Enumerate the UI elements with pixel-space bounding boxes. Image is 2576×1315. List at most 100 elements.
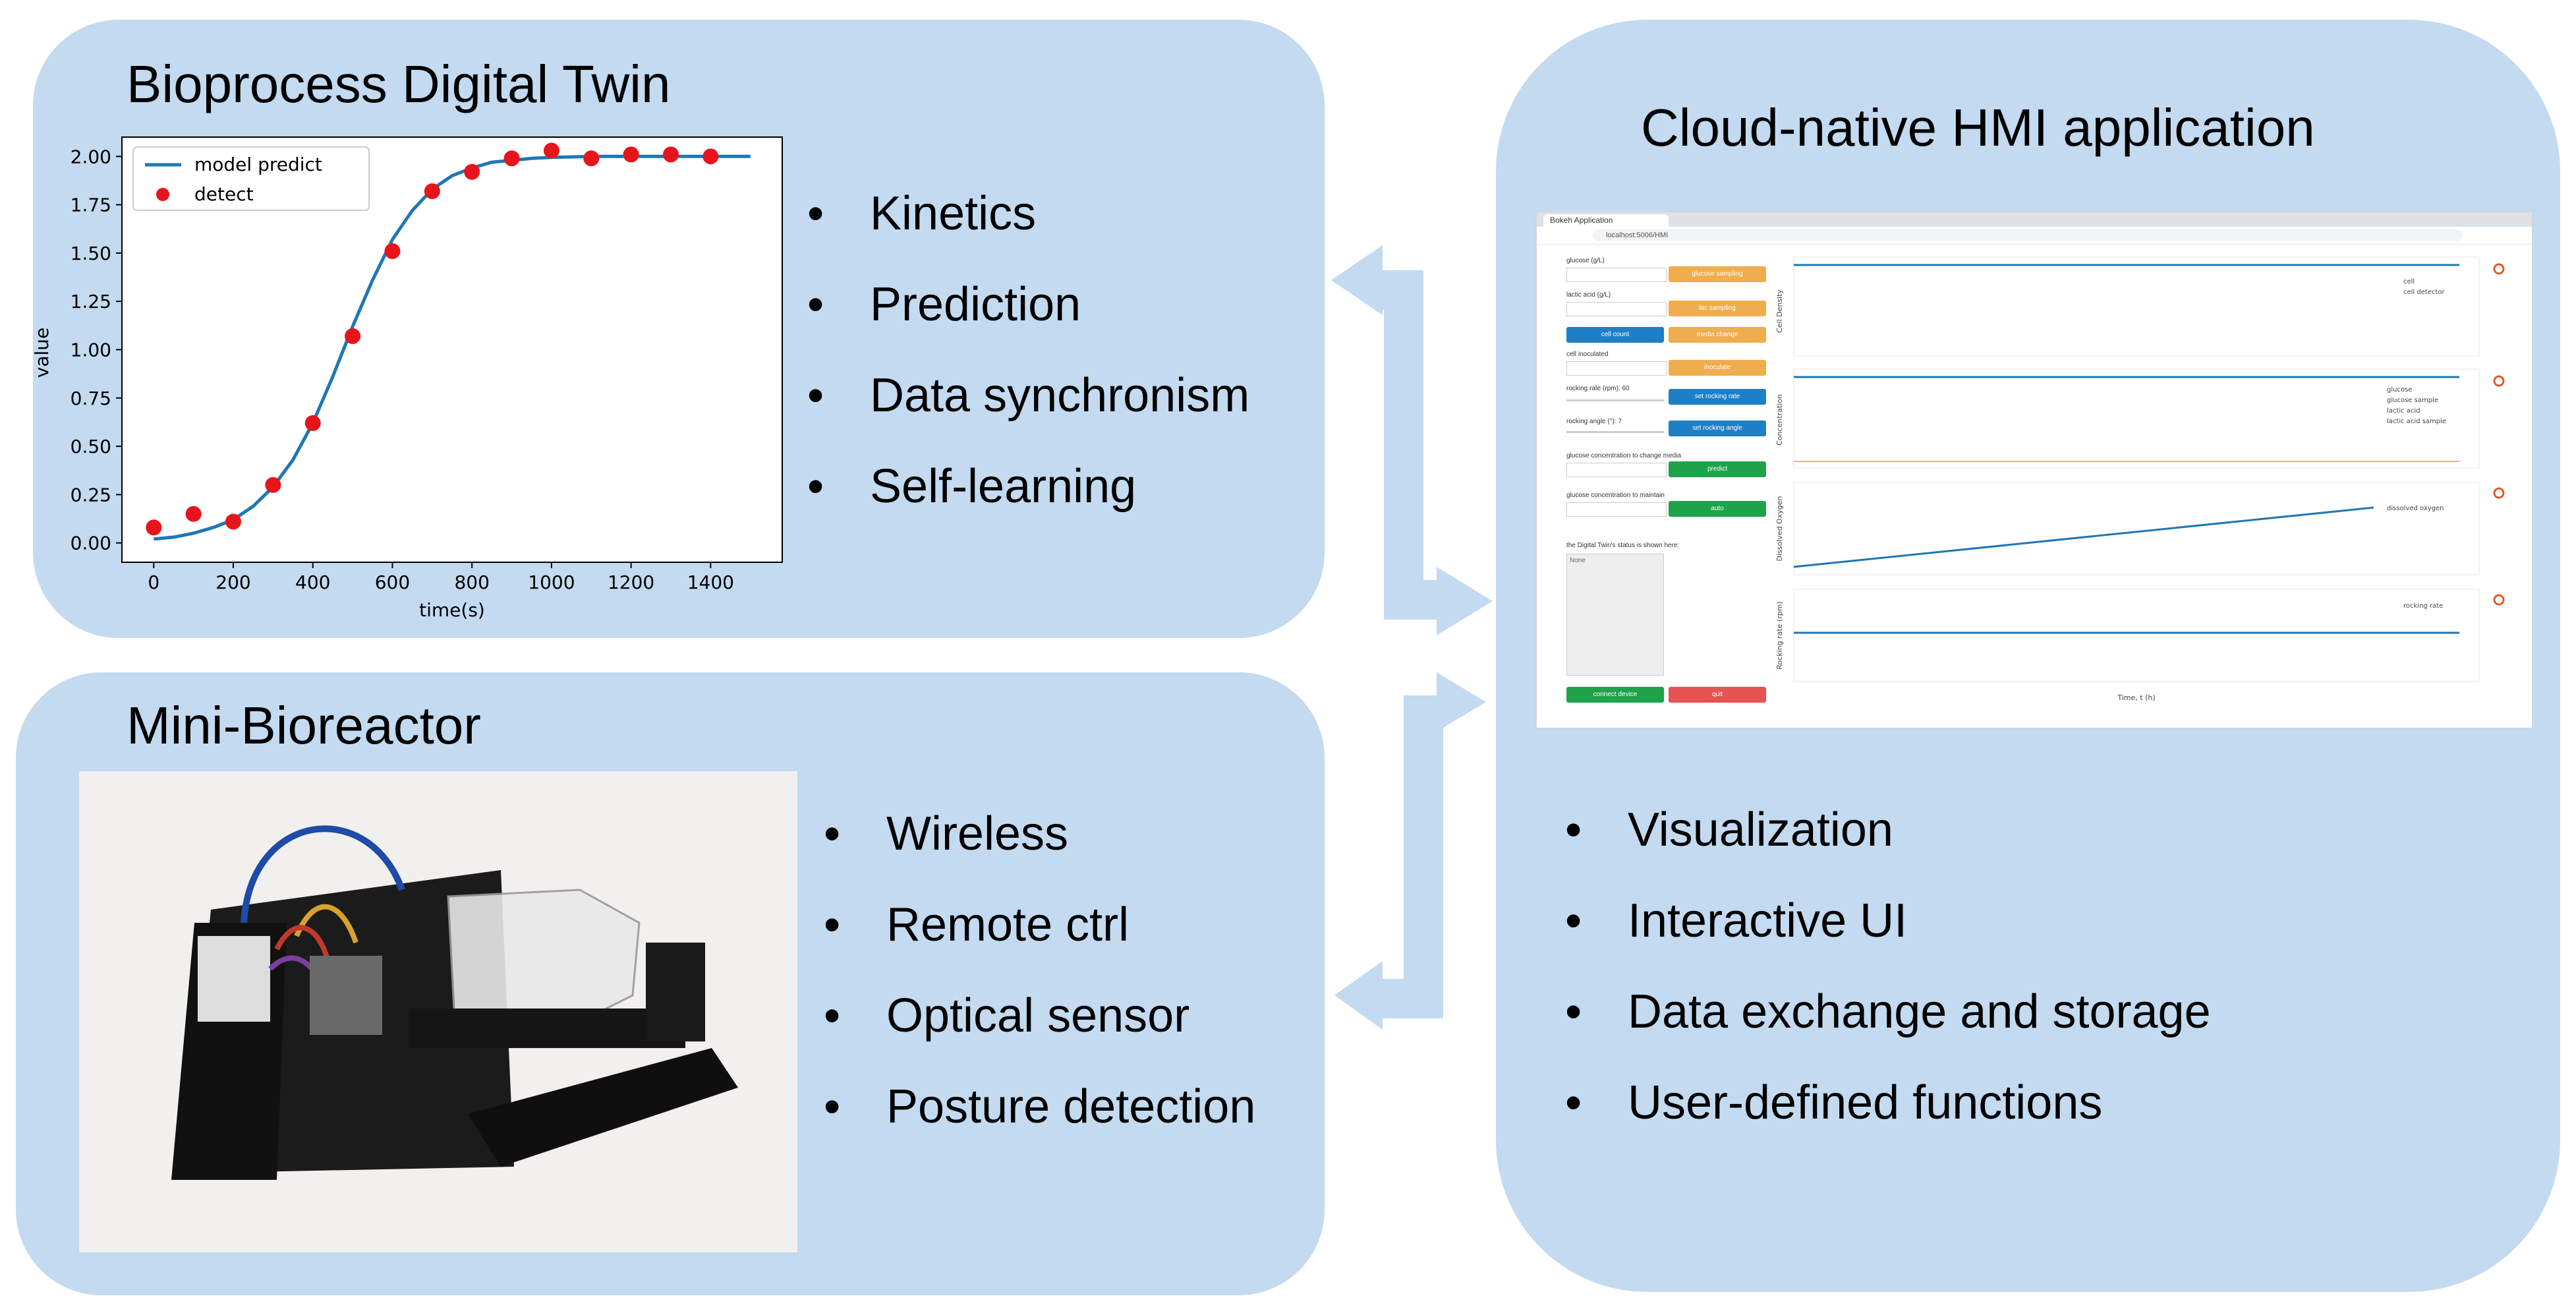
detect-point bbox=[662, 146, 679, 163]
plot2-legend-glucose: glucose bbox=[2387, 386, 2412, 394]
connect-device-button[interactable]: connect device bbox=[1566, 687, 1664, 703]
status-label: the Digital Twin's status is shown here: bbox=[1566, 542, 1680, 549]
detect-point bbox=[384, 243, 401, 259]
glucose-change-input[interactable] bbox=[1566, 463, 1667, 477]
bullet-item: Data exchange and storage bbox=[1565, 966, 2211, 1057]
mini-bioreactor-title: Mini-Bioreactor bbox=[127, 696, 481, 755]
detect-point bbox=[146, 519, 162, 536]
plot2-legend-glucose-sample: glucose sample bbox=[2387, 397, 2438, 404]
predict-button[interactable]: predict bbox=[1669, 461, 1766, 477]
glucose-maintain-input[interactable] bbox=[1566, 502, 1667, 517]
front-frame bbox=[468, 1048, 738, 1167]
inoculate-button[interactable]: inoculate bbox=[1669, 360, 1766, 376]
y-tick-label: 1.00 bbox=[71, 339, 111, 361]
browser-address-bar: localhost:5006/HMI bbox=[1537, 227, 2532, 245]
detect-point bbox=[185, 506, 202, 522]
glucose-change-label: glucose concentration to change media bbox=[1566, 452, 1682, 459]
cell-inoculated-input[interactable] bbox=[1566, 361, 1667, 376]
plot3-legend: dissolved oxygen bbox=[2387, 505, 2444, 512]
legend-model-predict: model predict bbox=[194, 154, 322, 175]
y-tick-label: 1.50 bbox=[71, 243, 111, 264]
y-tick-label: 1.75 bbox=[71, 194, 111, 216]
motor bbox=[310, 956, 382, 1035]
plots-xlabel: Time, t (h) bbox=[2117, 693, 2155, 702]
x-tick-label: 200 bbox=[215, 571, 250, 593]
bullet-item: Optical sensor bbox=[824, 970, 1255, 1061]
y-axis-label: value bbox=[33, 328, 53, 378]
culture-bag bbox=[447, 889, 641, 1023]
rocking-rate-plot bbox=[1793, 589, 2480, 682]
dissolved-oxygen-line bbox=[1793, 506, 2374, 568]
digital-twin-bullets: Kinetics Prediction Data synchronism Sel… bbox=[807, 168, 1249, 532]
mini-bioreactor-bullets: Wireless Remote ctrl Optical sensor Post… bbox=[824, 788, 1255, 1152]
cell-count-button[interactable]: cell count bbox=[1566, 327, 1664, 343]
y-tick-label: 0.00 bbox=[71, 533, 111, 554]
auto-button[interactable]: auto bbox=[1669, 501, 1766, 517]
y-tick-label: 0.25 bbox=[71, 484, 111, 506]
detect-point bbox=[503, 150, 520, 167]
x-tick-label: 600 bbox=[375, 571, 410, 593]
bokeh-logo-icon bbox=[2493, 375, 2505, 387]
arrow-mini-bioreactor-hmi bbox=[1334, 672, 1486, 1030]
hmi-title: Cloud-native HMI application bbox=[1641, 98, 2315, 157]
y-tick-label: 1.25 bbox=[71, 291, 111, 312]
bioreactor-illustration bbox=[171, 825, 738, 1180]
glucose-maintain-label: glucose concentration to maintain bbox=[1566, 492, 1665, 499]
bokeh-logo-icon bbox=[2493, 594, 2505, 606]
plot2-legend-lactic: lactic acid bbox=[2387, 407, 2420, 415]
y-tick-label: 2.00 bbox=[71, 146, 111, 167]
wire-yellow bbox=[294, 904, 358, 944]
detect-point bbox=[304, 415, 321, 431]
hmi-bullets: Visualization Interactive UI Data exchan… bbox=[1565, 784, 2211, 1148]
rocking-rate-slider[interactable] bbox=[1566, 399, 1664, 401]
bokeh-logo-icon bbox=[2493, 487, 2505, 499]
detect-point bbox=[543, 142, 559, 159]
foam-block bbox=[198, 936, 270, 1022]
detect-point bbox=[702, 148, 719, 165]
rocking-angle-slider[interactable] bbox=[1566, 431, 1664, 433]
concentration-plot bbox=[1793, 368, 2480, 469]
x-axis-label: time(s) bbox=[419, 599, 485, 621]
bullet-item: Visualization bbox=[1565, 784, 2211, 875]
plot1-legend-detector: cell detector bbox=[2403, 289, 2445, 296]
status-textarea[interactable]: None bbox=[1566, 554, 1664, 676]
plot1-legend-cell: cell bbox=[2403, 278, 2415, 285]
cable bbox=[241, 825, 405, 923]
lactic-input[interactable] bbox=[1566, 302, 1667, 316]
rocking-angle-label: rocking angle (°): 7 bbox=[1566, 418, 1622, 425]
dissolved-oxygen-plot bbox=[1793, 482, 2480, 575]
glucose-sampling-button[interactable]: glucose sampling bbox=[1669, 266, 1766, 282]
cell-density-plot bbox=[1793, 256, 2480, 357]
x-tick-label: 1000 bbox=[528, 571, 575, 593]
browser-tab[interactable]: Bokeh Application bbox=[1543, 214, 1669, 227]
hmi-screenshot: Bokeh Application localhost:5006/HMI glu… bbox=[1535, 211, 2533, 729]
detect-point bbox=[424, 183, 440, 200]
cell-inoculated-label: cell inoculated bbox=[1566, 351, 1609, 358]
detect-point bbox=[583, 150, 600, 167]
url-field[interactable]: localhost:5006/HMI bbox=[1593, 229, 2463, 241]
lac-sampling-button[interactable]: lac sampling bbox=[1669, 301, 1766, 316]
legend-box bbox=[132, 146, 370, 211]
x-tick-label: 800 bbox=[454, 571, 489, 593]
digital-twin-title: Bioprocess Digital Twin bbox=[127, 55, 671, 113]
y-tick-label: 0.75 bbox=[71, 388, 111, 409]
bullet-item: Kinetics bbox=[807, 168, 1249, 259]
quit-button[interactable]: quit bbox=[1669, 687, 1766, 703]
bokeh-plots: Cell Density cell cell detector Concentr… bbox=[1775, 256, 2505, 702]
chart-legend: model predict detect bbox=[132, 146, 370, 211]
glucose-input[interactable] bbox=[1566, 268, 1667, 282]
set-rocking-angle-button[interactable]: set rocking angle bbox=[1669, 421, 1766, 436]
set-rocking-rate-button[interactable]: set rocking rate bbox=[1669, 389, 1766, 405]
legend-dot-swatch bbox=[156, 188, 169, 201]
plot2-ylabel: Concentration bbox=[1775, 394, 1784, 446]
browser-tab-bar: Bokeh Application bbox=[1537, 212, 2532, 227]
bullet-item: Wireless bbox=[824, 788, 1255, 879]
media-change-button[interactable]: media change bbox=[1669, 327, 1766, 343]
bullet-item: User-defined functions bbox=[1565, 1057, 2211, 1148]
x-tick-label: 400 bbox=[295, 571, 330, 593]
bullet-item: Data synchronism bbox=[807, 350, 1249, 441]
bullet-item: Interactive UI bbox=[1565, 875, 2211, 966]
y-tick-label: 0.50 bbox=[71, 436, 111, 457]
